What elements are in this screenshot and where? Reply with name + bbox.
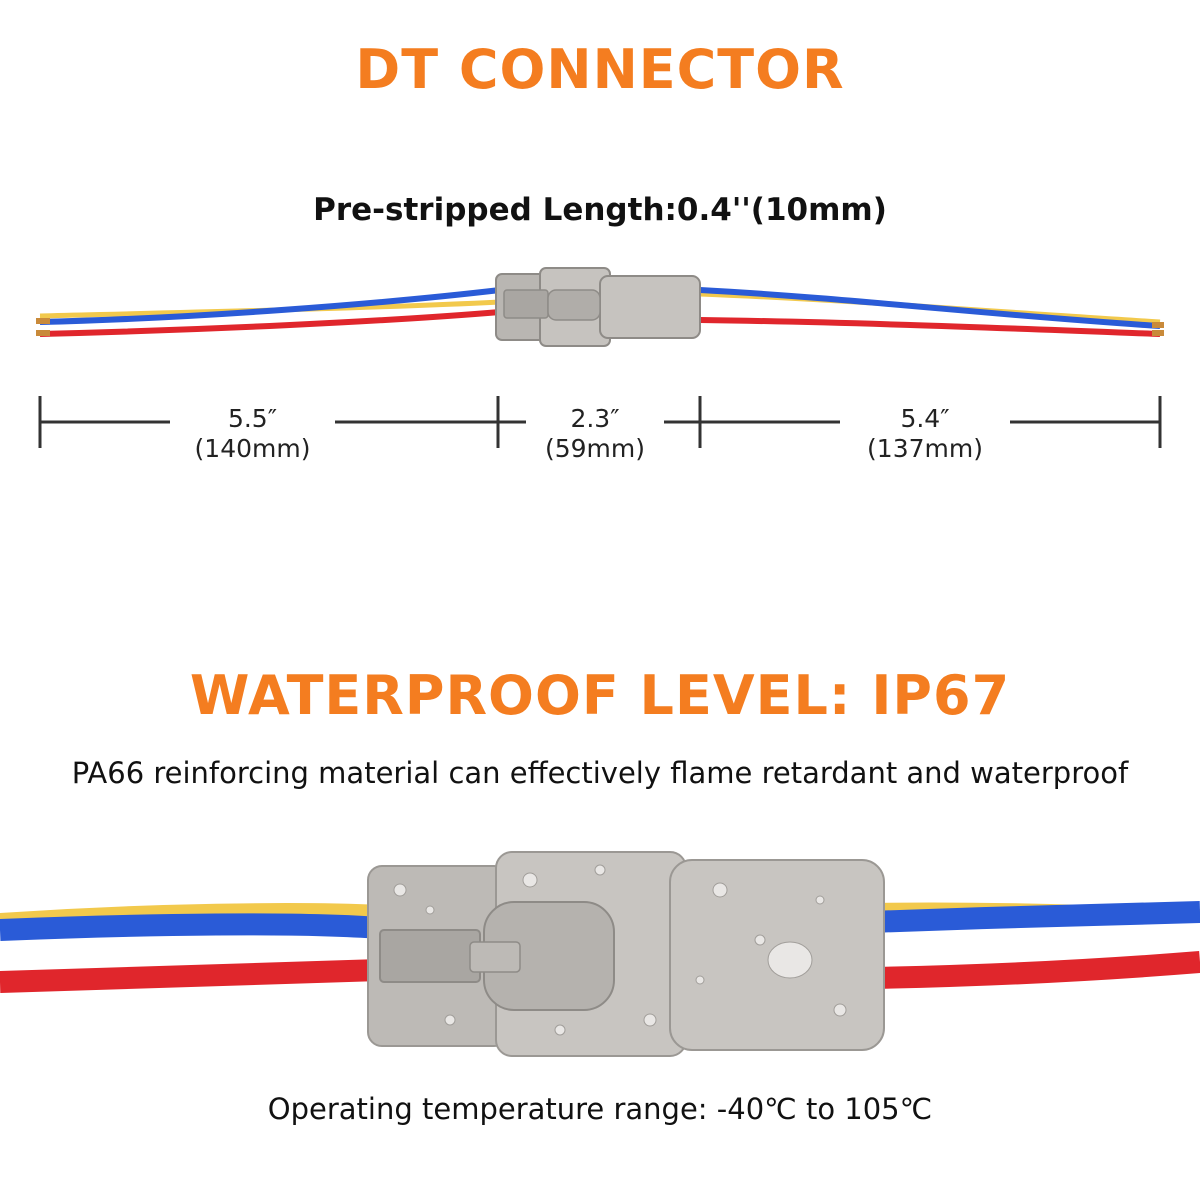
pre-stripped-length: Pre-stripped Length:0.4''(10mm) xyxy=(313,192,887,228)
dimension-middle-mm: (59mm) xyxy=(544,434,646,463)
dimension-middle-inch: 2.3″ xyxy=(570,404,620,433)
connector-closeup-image xyxy=(0,851,1200,1057)
dimension-right: 5.4″ (137mm) xyxy=(840,404,1010,464)
dimension-middle: 2.3″ (59mm) xyxy=(526,404,664,464)
connector-harness-image xyxy=(36,267,1164,347)
dimension-left-mm: (140mm) xyxy=(194,434,311,463)
dimension-left: 5.5″ (140mm) xyxy=(170,404,335,464)
dimension-right-mm: (137mm) xyxy=(867,434,983,463)
dimension-left-inch: 5.5″ xyxy=(227,404,278,433)
temperature-range: Operating temperature range: -40℃ to 105… xyxy=(267,1092,933,1126)
dimension-right-inch: 5.4″ xyxy=(900,404,950,433)
page-title: DT CONNECTOR xyxy=(355,38,845,101)
dimension-lines xyxy=(38,396,1162,448)
material-description: PA66 reinforcing material can effectivel… xyxy=(71,756,1129,790)
waterproof-title: WATERPROOF LEVEL: IP67 xyxy=(189,664,1011,727)
